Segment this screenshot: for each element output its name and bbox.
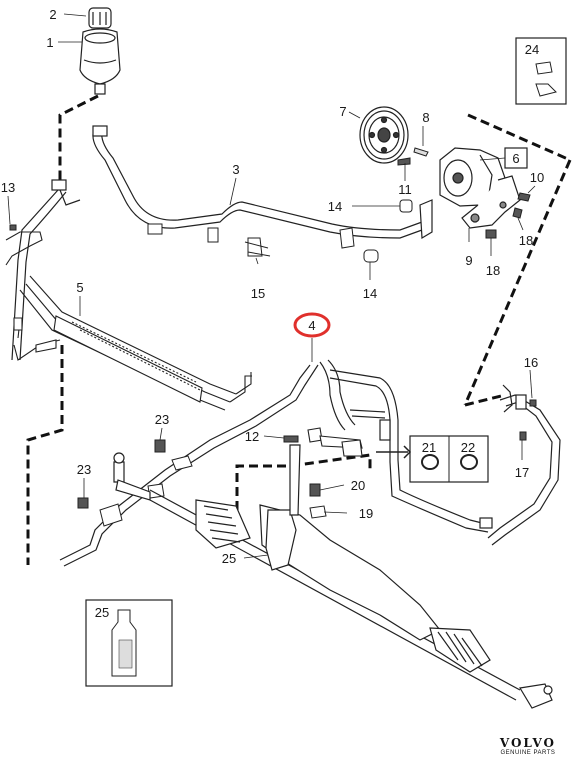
leader-lines xyxy=(7,13,536,559)
steering-rack[interactable] xyxy=(149,444,553,709)
callout-19: 19 xyxy=(359,506,373,521)
inset-box-25-fluid xyxy=(85,599,173,687)
callout-3: 3 xyxy=(232,162,239,177)
callout-labels: 2 1 24 7 8 6 3 10 13 11 14 18 9 18 15 14… xyxy=(1,7,544,620)
callout-5: 5 xyxy=(76,280,83,295)
callout-18-lower: 18 xyxy=(486,263,500,278)
callout-16: 16 xyxy=(524,355,538,370)
callout-21: 21 xyxy=(422,440,436,455)
tie-rod-left[interactable] xyxy=(113,452,151,501)
pump-pulley[interactable] xyxy=(359,106,409,164)
callout-18-upper: 18 xyxy=(519,233,533,248)
pressure-pipe-left xyxy=(5,231,61,361)
callout-13: 13 xyxy=(1,180,15,195)
callout-11: 11 xyxy=(398,182,412,197)
volvo-logo: VOLVO GENUINE PARTS xyxy=(500,737,556,757)
pressure-hose-4 xyxy=(59,359,493,567)
callout-1: 1 xyxy=(46,35,53,50)
inset-box-21-22 xyxy=(376,435,489,483)
callout-25-rack: 25 xyxy=(222,551,236,566)
valve-block xyxy=(307,427,363,457)
callout-9: 9 xyxy=(465,253,472,268)
callout-10: 10 xyxy=(530,170,544,185)
callout-2: 2 xyxy=(49,7,56,22)
callout-14-lower: 14 xyxy=(363,286,377,301)
brand-subtitle: GENUINE PARTS xyxy=(500,750,556,756)
callout-23-upper: 23 xyxy=(155,412,169,427)
callout-17: 17 xyxy=(515,465,529,480)
callout-6: 6 xyxy=(512,151,519,166)
dashed-connector-lines xyxy=(26,94,572,565)
return-hose-right xyxy=(487,384,561,546)
highlight-ring xyxy=(293,312,331,338)
callout-7: 7 xyxy=(339,104,346,119)
callout-23-lower: 23 xyxy=(77,462,91,477)
reservoir-feed-hose xyxy=(11,179,81,361)
reservoir-cap[interactable] xyxy=(88,7,112,29)
callout-22: 22 xyxy=(461,440,475,455)
fluid-reservoir[interactable] xyxy=(79,28,121,95)
brand-name: VOLVO xyxy=(499,736,556,750)
bolts-and-clips xyxy=(9,147,537,527)
return-hose xyxy=(92,125,423,239)
callout-20: 20 xyxy=(351,478,365,493)
callout-12: 12 xyxy=(245,429,259,444)
cooler-assembly xyxy=(19,275,252,411)
callout-14-upper: 14 xyxy=(328,199,342,214)
callout-8: 8 xyxy=(422,110,429,125)
callout-4: 4 xyxy=(308,318,315,333)
power-steering-pump[interactable] xyxy=(419,147,521,240)
callout-15: 15 xyxy=(251,286,265,301)
callout-25-box: 25 xyxy=(95,605,109,620)
callout-24: 24 xyxy=(525,42,539,57)
inset-box-24 xyxy=(515,37,567,105)
